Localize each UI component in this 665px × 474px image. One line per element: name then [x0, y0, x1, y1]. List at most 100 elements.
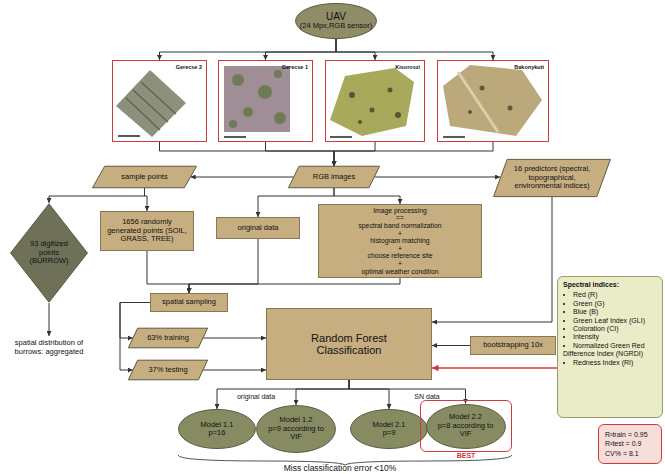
node-label: R²train = 0.95	[605, 430, 648, 439]
node-label: UAV	[326, 11, 346, 22]
node-label: Model 1.2	[280, 416, 313, 424]
group-label: original data	[226, 393, 286, 401]
leader-line	[49, 303, 50, 336]
node-text: CV% = 8.1	[605, 449, 639, 458]
tree-spots	[468, 86, 513, 115]
vegetation-patches	[229, 70, 286, 128]
node-label: Gerecse 1	[282, 64, 308, 70]
image-bg	[437, 60, 549, 142]
flow-arrow	[160, 142, 335, 166]
model-ellipse: Model 2.2p=8 according to VIF	[426, 404, 506, 449]
node-label: Gerecse 2	[176, 64, 202, 70]
scale-bar	[118, 135, 140, 137]
flow-arrow	[49, 188, 145, 203]
site-photo	[116, 70, 186, 137]
flow-arrow	[334, 142, 375, 166]
flow-arrow	[349, 380, 389, 409]
node-text: Red (R)	[563, 291, 657, 299]
node-label: Random Forest Classification	[299, 332, 399, 357]
flow-arrow	[266, 142, 335, 166]
node-label: Image processing	[373, 207, 427, 215]
flow-arrow	[336, 39, 493, 60]
node-label: 63% training	[147, 334, 189, 342]
flow-arrow	[147, 251, 189, 293]
node-text: Redness Index (RI)	[563, 359, 657, 367]
node-label: 37% testing	[148, 366, 187, 374]
para-outline	[494, 159, 611, 196]
ellipse-outline	[257, 406, 336, 453]
site-image: Bakonykuti	[437, 60, 549, 142]
scale-bar	[443, 136, 465, 138]
node-label: 16 predictors (spectral, topographical, …	[507, 165, 597, 190]
highlight-frame: BESTModel 2.2p=8 according to VIF	[420, 400, 512, 452]
data-parallelogram: sample points	[92, 166, 197, 188]
node-text: +	[398, 245, 402, 253]
flow-arrow	[217, 380, 349, 409]
diamond-outline	[11, 204, 88, 302]
summary-note: Miss classification error <10%	[190, 464, 490, 474]
node-text: +	[398, 260, 402, 268]
node-label: Kisoroszi	[395, 64, 420, 70]
process-box: original data	[216, 217, 300, 239]
node-text: Green (G)	[563, 300, 657, 308]
flow-arrow	[189, 278, 400, 293]
flow-arrow	[334, 188, 400, 204]
process-box: spatial sampling	[150, 293, 228, 312]
node-text: Normalized Green Red Difference Index (N…	[563, 342, 657, 359]
node-text: spectral band normalization	[358, 222, 441, 230]
node-text: Intensity	[563, 333, 657, 341]
node-text: ==	[396, 214, 404, 222]
para-outline	[93, 166, 197, 188]
para-outline	[128, 360, 207, 380]
image-bg	[325, 60, 425, 142]
data-parallelogram: RGB images	[288, 166, 380, 188]
node-text: Green Leaf Index (GLI)	[563, 317, 657, 325]
site-photo	[224, 66, 290, 132]
node-label: sample points	[121, 173, 167, 181]
node-text: p=9	[383, 429, 396, 437]
node-label: Model 2.1	[373, 421, 406, 429]
flow-arrow	[432, 367, 557, 368]
flow-arrow	[203, 338, 266, 339]
platform-ellipse: UAV(24 Mpx,RGB sensor)	[295, 3, 377, 39]
tree-spots	[349, 88, 401, 125]
site-image: Kisoroszi	[325, 60, 425, 142]
data-parallelogram: 63% training	[128, 328, 208, 348]
node-label: BEST	[421, 452, 511, 460]
scale-bar	[330, 136, 352, 138]
image-bg	[218, 60, 313, 142]
node-text: Coloration (CI)	[563, 325, 657, 333]
ellipse-outline	[426, 404, 505, 448]
ellipse-outline	[351, 409, 428, 448]
site-photo	[443, 65, 542, 136]
ellipse-outline	[296, 3, 377, 38]
flow-arrow	[189, 239, 258, 293]
flow-arrow	[432, 345, 470, 346]
node-text: +	[398, 230, 402, 238]
data-parallelogram: 37% testing	[128, 360, 208, 380]
model-ellipse: Model 1.2p=9 according to VIF	[256, 405, 336, 453]
flow-arrow	[374, 177, 500, 178]
node-text: p=8 according to VIF	[436, 422, 496, 439]
node-text: R²test = 0.9	[605, 439, 641, 448]
scale-bar	[224, 136, 246, 138]
process-box: 1656 randomly generated points (SOIL, GR…	[100, 211, 194, 251]
node-label: 93 digitized points (BURROW)	[27, 240, 71, 265]
site-stripes	[126, 82, 176, 130]
site-image: Gerecse 1	[218, 60, 313, 142]
flow-arrow	[296, 380, 349, 405]
node-label: RGB images	[313, 173, 356, 181]
data-parallelogram: 16 predictors (spectral, topographical, …	[493, 159, 611, 197]
node-label: Spectral indices:	[563, 281, 657, 289]
model-ellipse: Model 2.1p=9	[350, 409, 428, 449]
note-text: spatial distribution of burrows: aggrega…	[6, 339, 92, 356]
site-photo	[330, 68, 414, 136]
process-box: Random Forest Classification	[266, 308, 432, 380]
site-track	[458, 72, 498, 132]
node-text: p=9 according to VIF	[266, 425, 326, 442]
flow-arrow	[336, 39, 375, 60]
flow-arrow	[145, 188, 148, 211]
node-label: original data	[238, 224, 279, 232]
node-text: (24 Mpx,RGB sensor)	[300, 22, 373, 30]
node-label: spatial sampling	[162, 298, 216, 306]
